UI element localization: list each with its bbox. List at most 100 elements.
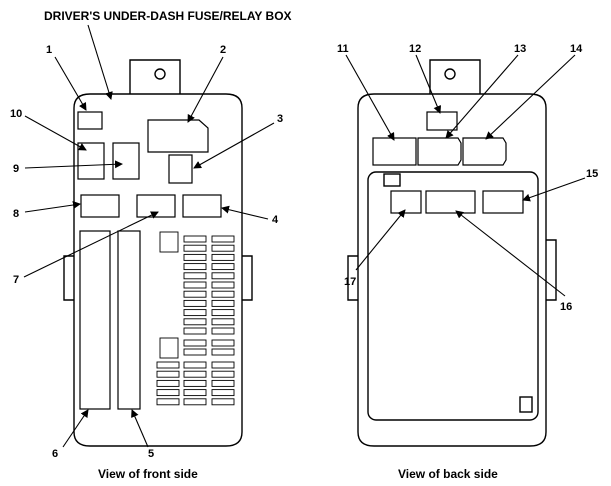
relay-3 xyxy=(168,154,193,184)
fuse-slot xyxy=(183,370,207,378)
fuse-slot xyxy=(211,281,235,289)
leader-2 xyxy=(187,56,224,123)
fuse-slot xyxy=(183,398,207,406)
front-left-clip xyxy=(63,255,74,301)
relay-8 xyxy=(80,194,120,218)
fuse-slot xyxy=(183,327,207,335)
fuse-slot xyxy=(183,299,207,307)
leader-13 xyxy=(445,54,519,139)
relay-15 xyxy=(482,190,524,214)
leader-17 xyxy=(355,209,406,271)
relay-2 xyxy=(147,119,209,153)
callout-1: 1 xyxy=(46,44,52,56)
relay-16 xyxy=(425,190,476,214)
back-callout-leaders xyxy=(345,54,586,297)
leader-14 xyxy=(485,54,576,140)
callout-6: 6 xyxy=(52,448,58,460)
front-callout-leaders xyxy=(23,56,275,448)
leader-16 xyxy=(455,210,566,297)
callout-16: 16 xyxy=(560,301,572,313)
back-inner-notch-bottom xyxy=(519,396,533,413)
title-leader-line xyxy=(87,24,113,100)
fuse-slot xyxy=(211,309,235,317)
back-inner-panel xyxy=(367,171,539,421)
fuse-slot xyxy=(211,235,235,243)
callout-9: 9 xyxy=(13,163,19,175)
back-view xyxy=(347,59,557,447)
leader-12 xyxy=(415,54,442,114)
callout-8: 8 xyxy=(13,208,19,220)
leader-11 xyxy=(345,54,395,141)
fuse-slot xyxy=(211,348,235,356)
fuse-slot xyxy=(211,370,235,378)
diagram-title: DRIVER'S UNDER-DASH FUSE/RELAY BOX xyxy=(44,9,292,23)
fuse-slot xyxy=(183,253,207,261)
fuse-slot xyxy=(156,379,180,387)
back-right-clip xyxy=(546,239,557,301)
fuse-slot xyxy=(211,253,235,261)
fuse-slot xyxy=(211,244,235,252)
fuse-slot xyxy=(183,272,207,280)
fuse-slot xyxy=(211,263,235,271)
front-mounting-tab xyxy=(129,59,181,94)
leader-3 xyxy=(193,122,275,169)
mini-relay-lower xyxy=(159,337,179,359)
relay-9 xyxy=(77,142,105,180)
relay-13 xyxy=(417,137,462,166)
fuse-slot xyxy=(183,290,207,298)
small-fuse-grid xyxy=(156,231,235,406)
fuse-slot xyxy=(211,272,235,280)
callout-7: 7 xyxy=(13,274,19,286)
fuse-slot xyxy=(183,309,207,317)
leader-15 xyxy=(522,177,586,202)
callout-12: 12 xyxy=(409,43,421,55)
front-view-caption: View of front side xyxy=(98,467,198,481)
fuse-slot xyxy=(183,339,207,347)
front-mounting-hole xyxy=(154,68,166,80)
fuse-block-5 xyxy=(117,230,141,410)
callout-2: 2 xyxy=(220,44,226,56)
leader-9 xyxy=(24,160,123,169)
callout-3: 3 xyxy=(277,113,283,125)
fuse-slot xyxy=(211,398,235,406)
callout-13: 13 xyxy=(514,43,526,55)
fuse-slot xyxy=(156,389,180,397)
back-mounting-tab xyxy=(429,59,481,94)
leader-7 xyxy=(23,211,159,278)
fuse-slot xyxy=(183,348,207,356)
front-housing-outline xyxy=(73,93,243,447)
relay-17 xyxy=(390,190,422,214)
fuse-slot xyxy=(183,318,207,326)
fuse-block-6 xyxy=(79,230,111,410)
relay-7 xyxy=(136,194,176,218)
fuse-slot xyxy=(211,290,235,298)
leader-4 xyxy=(221,205,269,220)
fuse-slot xyxy=(183,281,207,289)
fuse-slot xyxy=(183,389,207,397)
back-mounting-hole xyxy=(444,68,456,80)
fuse-slot xyxy=(183,379,207,387)
fuse-slot xyxy=(211,339,235,347)
relay-10 xyxy=(112,142,140,180)
leader-10 xyxy=(24,115,87,151)
fuse-slot xyxy=(183,235,207,243)
fuse-slot xyxy=(183,361,207,369)
relay-14 xyxy=(462,137,507,166)
fuse-slot xyxy=(211,318,235,326)
fuse-slot xyxy=(211,361,235,369)
callout-17: 17 xyxy=(344,276,356,288)
fuse-slot xyxy=(211,299,235,307)
callout-14: 14 xyxy=(570,43,583,55)
back-left-clip xyxy=(347,255,358,301)
callout-5: 5 xyxy=(148,448,154,460)
fuse-slot xyxy=(211,389,235,397)
leader-5 xyxy=(131,409,149,448)
relay-4 xyxy=(182,194,222,218)
fuse-slot xyxy=(211,327,235,335)
fuse-slot xyxy=(156,398,180,406)
fuse-slot xyxy=(156,370,180,378)
leader-1 xyxy=(54,56,87,111)
mini-relay-upper xyxy=(159,231,179,253)
callout-15: 15 xyxy=(586,168,598,180)
